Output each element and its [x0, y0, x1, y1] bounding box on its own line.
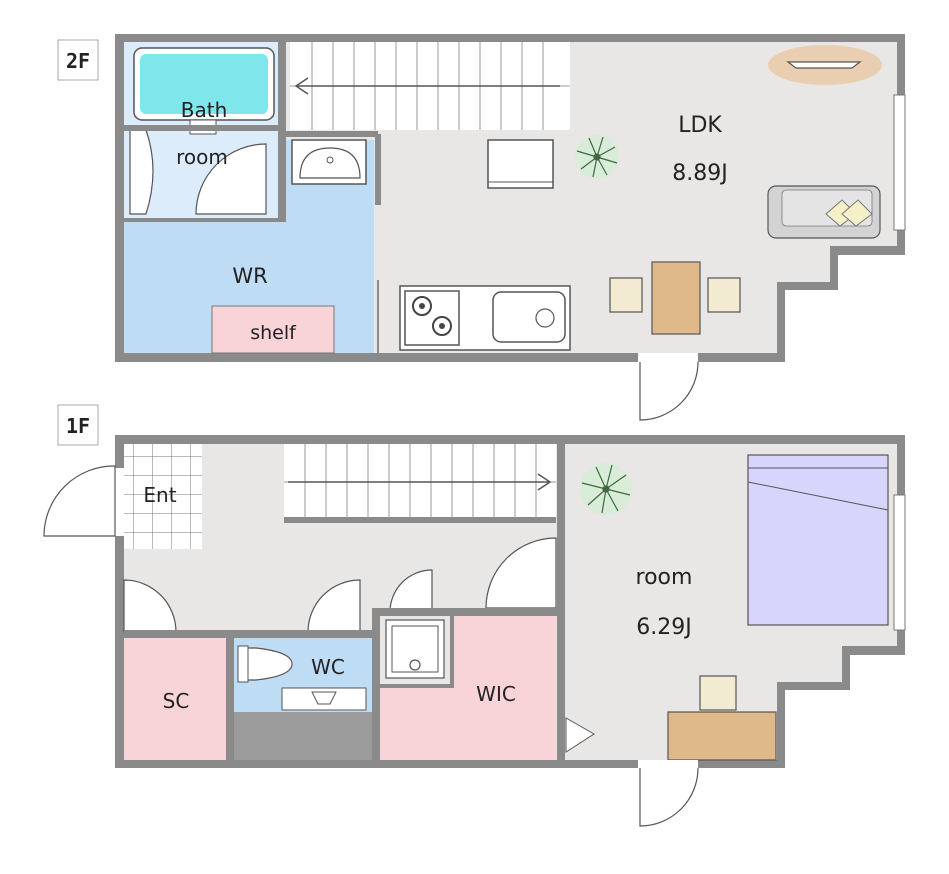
- bedroom-door: [485, 537, 557, 609]
- stairs-arrow-1f: [288, 473, 552, 491]
- floor-label-2f-box: [57, 39, 99, 81]
- washing-machine-icon: [385, 619, 445, 679]
- floor-2f: 2F Bath room: [57, 34, 906, 421]
- sc-label: SC: [163, 689, 190, 713]
- toilet-icon: [243, 647, 293, 681]
- floor-1f: 1F Ent: [43, 404, 906, 827]
- plant-icon-2f: [575, 135, 619, 179]
- bath-room-label-line1: Bath: [181, 98, 228, 122]
- dining-chair-right: [707, 277, 741, 313]
- door-1f: [639, 767, 699, 827]
- bedroom-closet-door: [565, 717, 595, 753]
- floor-label-1f-box: [57, 404, 99, 446]
- wc-lower-wall: [234, 712, 372, 760]
- bed: [747, 454, 889, 626]
- wc-label: WC: [311, 655, 345, 679]
- desk-chair: [699, 675, 737, 711]
- dining-chair-left: [609, 277, 643, 313]
- floor-label-1f: 1F: [66, 414, 90, 438]
- bath-folding-door: [129, 129, 154, 215]
- ldk-label: LDK: [678, 113, 722, 138]
- room-label: room: [636, 565, 693, 590]
- wc-sink: [281, 687, 367, 711]
- entrance-tiles: [124, 444, 202, 549]
- desk: [667, 711, 777, 761]
- floor-label-2f: 2F: [66, 49, 90, 73]
- shelf-label: shelf: [250, 322, 297, 344]
- entrance-door: [43, 465, 116, 537]
- stove-icon: [404, 290, 460, 346]
- room-size: 6.29J: [636, 615, 691, 640]
- stairs-arrow-2f: [294, 77, 560, 95]
- bath-water: [140, 54, 268, 114]
- tv-icon: [786, 61, 862, 69]
- bath-door: [195, 143, 267, 215]
- ent-label: Ent: [143, 483, 176, 507]
- door-2f: [639, 361, 699, 421]
- dining-table: [651, 261, 701, 335]
- plant-icon-1f: [580, 463, 632, 515]
- window-2f: [893, 94, 906, 231]
- window-1f: [893, 494, 906, 631]
- shelf: [211, 305, 335, 354]
- wr-label: WR: [232, 264, 267, 288]
- ldk-size: 8.89J: [672, 161, 727, 186]
- fridge: [487, 139, 554, 189]
- bath-room-label-line2: room: [176, 145, 228, 169]
- sc-storage: [124, 638, 226, 760]
- kitchen-sink-icon: [492, 291, 566, 343]
- wic-label: WIC: [476, 682, 516, 706]
